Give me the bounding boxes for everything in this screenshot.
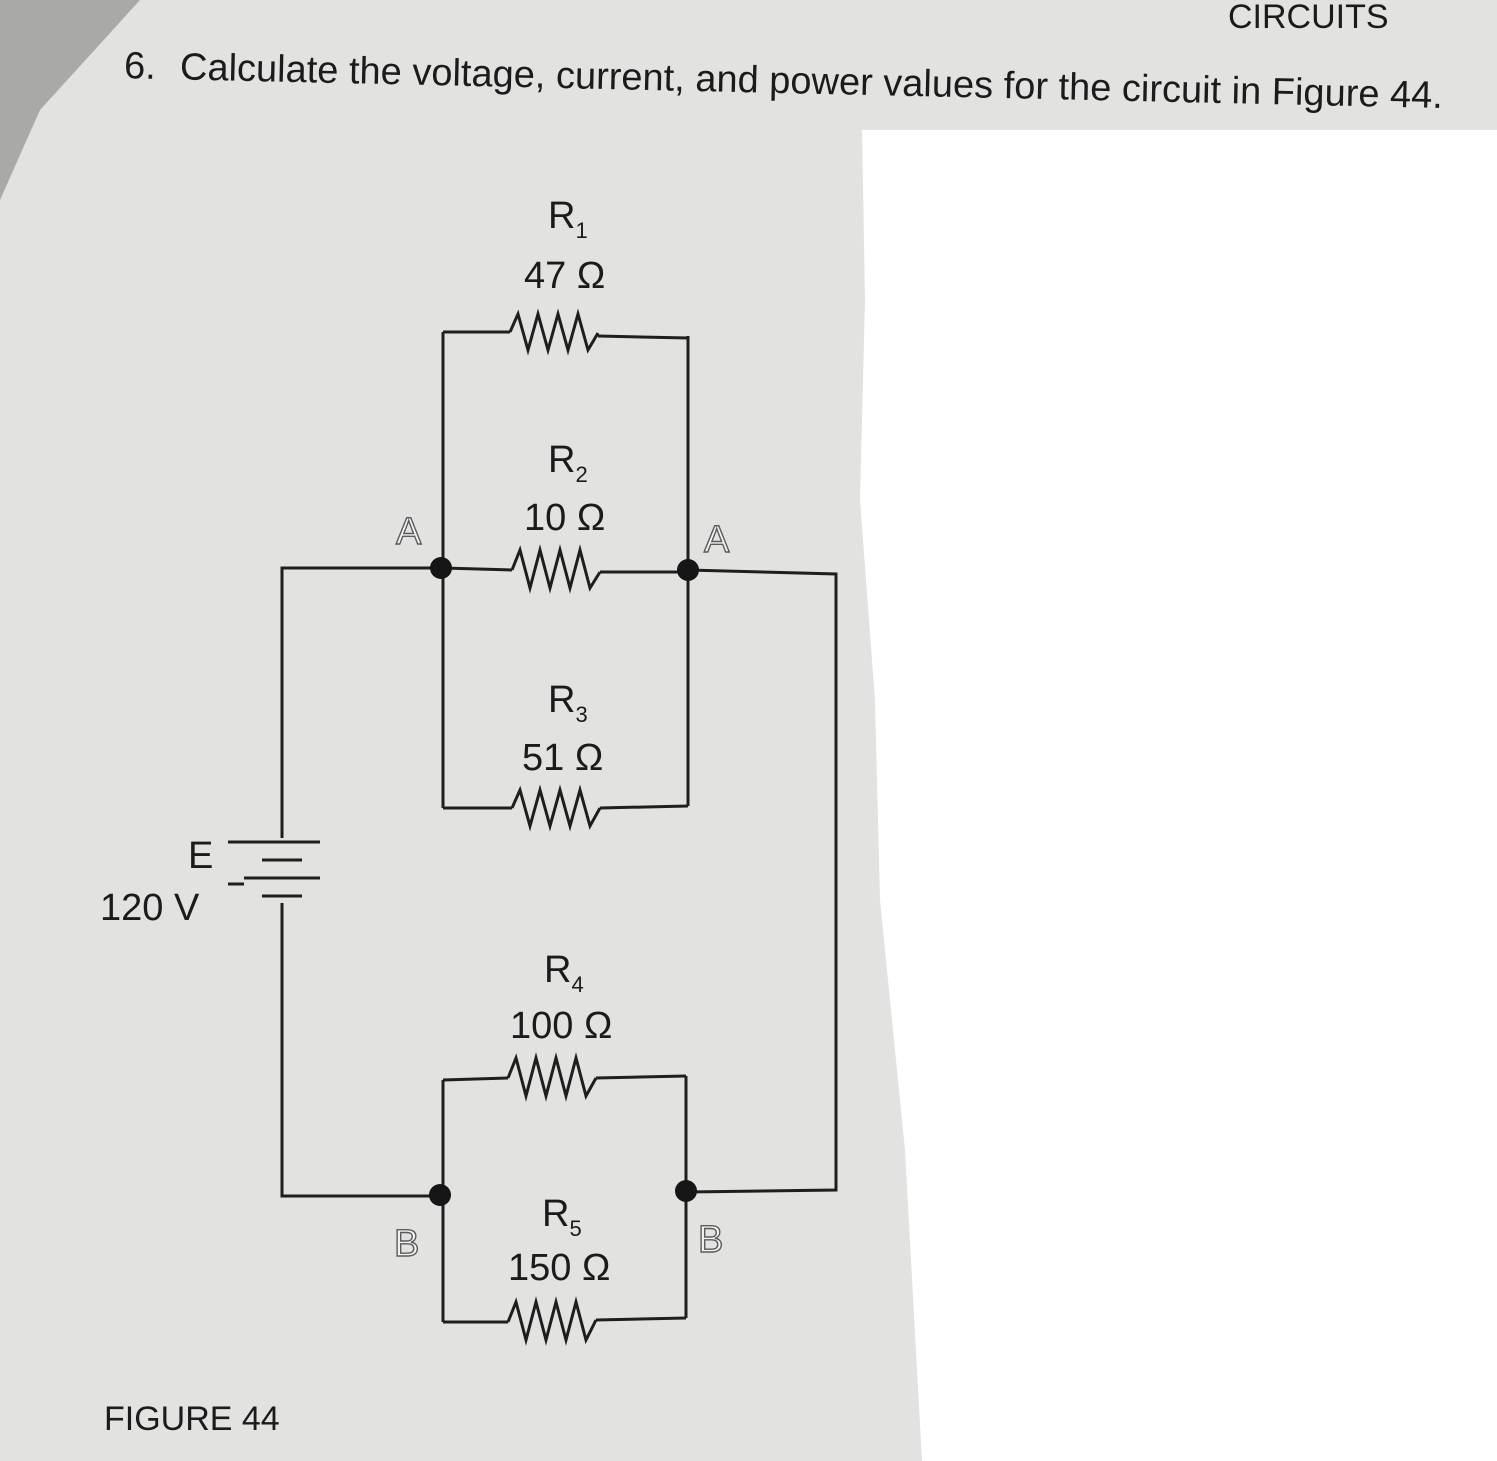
svg-text:R3: R3 xyxy=(548,679,588,727)
r3-sub: 3 xyxy=(575,702,587,727)
svg-text:R2: R2 xyxy=(548,439,588,487)
resistor-r1 xyxy=(508,308,600,356)
r1-lead-right xyxy=(597,334,689,340)
r2-name: R xyxy=(548,439,575,481)
node-label-b-left: B xyxy=(394,1223,419,1265)
r2-value: 10 Ω xyxy=(524,497,605,539)
redaction-overlay xyxy=(860,130,1497,1461)
label-r2: R2 10 Ω xyxy=(524,439,605,539)
resistor-r3 xyxy=(510,784,602,832)
r3-lead-right xyxy=(599,804,689,810)
r3-name: R xyxy=(548,679,575,721)
r4-value: 100 Ω xyxy=(510,1005,612,1047)
resistor-r5 xyxy=(506,1296,598,1346)
battery-symbol xyxy=(228,840,320,898)
r2-sub: 2 xyxy=(575,462,587,487)
svg-text:R1: R1 xyxy=(548,195,588,243)
label-r1: R1 47 Ω xyxy=(524,195,605,297)
r5-sub: 5 xyxy=(569,1216,581,1241)
svg-text:R5: R5 xyxy=(542,1193,582,1241)
source-value: 120 V xyxy=(100,887,200,929)
wire-left-top xyxy=(280,566,440,838)
label-r3: R3 51 Ω xyxy=(522,679,603,779)
r4-lead-left xyxy=(442,1076,509,1082)
r2-lead-left xyxy=(442,566,513,572)
node-a-left xyxy=(430,557,452,579)
label-r5: R5 150 Ω xyxy=(508,1193,610,1289)
svg-text:R4: R4 xyxy=(544,949,584,997)
source-symbol: E xyxy=(188,835,213,877)
wire-right-outer xyxy=(687,568,838,1194)
question-number: 6. xyxy=(124,45,157,88)
r4-sub: 4 xyxy=(571,972,583,997)
label-r4: R4 100 Ω xyxy=(510,949,612,1047)
r5-lead-right xyxy=(595,1316,687,1322)
node-a-right xyxy=(677,559,699,581)
r5-name: R xyxy=(542,1193,569,1235)
node-b-left xyxy=(429,1184,451,1206)
running-head: CIRCUITS xyxy=(1228,0,1389,36)
r1-value: 47 Ω xyxy=(524,255,605,297)
r4-name: R xyxy=(544,949,571,991)
resistor-r2 xyxy=(510,544,602,594)
node-label-a-right: A xyxy=(704,519,730,561)
r5-value: 150 Ω xyxy=(508,1247,610,1289)
page-corner-shadow xyxy=(0,0,140,200)
r3-value: 51 Ω xyxy=(522,737,603,779)
circuit xyxy=(228,308,838,1346)
node-label-a-left: A xyxy=(396,511,422,553)
r4-lead-right xyxy=(595,1074,687,1080)
resistor-r4 xyxy=(506,1052,598,1102)
figure-caption: FIGURE 44 xyxy=(104,1400,280,1438)
wire-left-bottom xyxy=(280,903,440,1198)
r1-name: R xyxy=(548,195,575,237)
node-b-right xyxy=(675,1180,697,1202)
r1-sub: 1 xyxy=(575,218,587,243)
node-label-b-right: B xyxy=(698,1219,723,1261)
